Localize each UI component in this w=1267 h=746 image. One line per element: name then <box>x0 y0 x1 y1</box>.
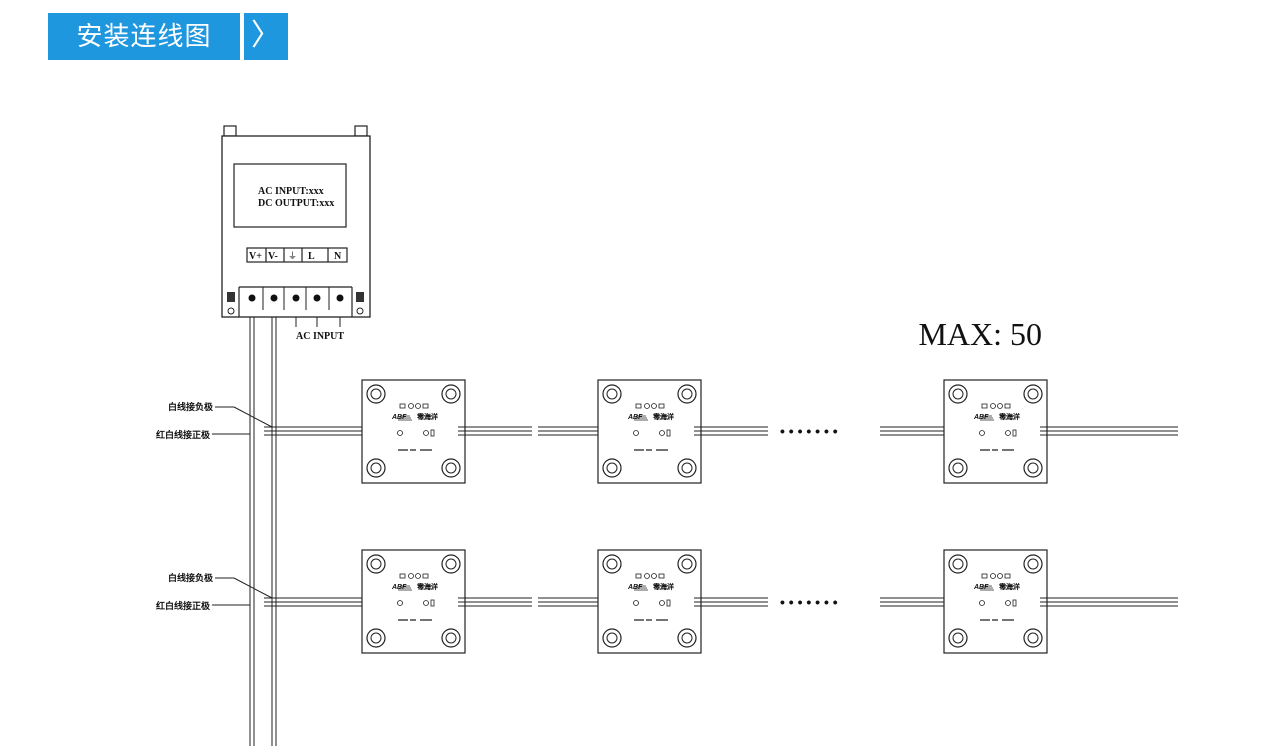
module-cn-brand: 零海洋 <box>998 582 1020 591</box>
chevron-right-icon[interactable]: 〉 <box>244 13 288 60</box>
section-title: 安装连线图 <box>48 13 240 60</box>
module-brand: ABF <box>973 414 989 421</box>
terminal-vplus: V+ <box>249 251 262 262</box>
module-labels: ABF 零海洋 ABF 零海洋 ABF 零海洋 ABF 零海洋 ABF 零海洋 … <box>391 412 1020 591</box>
wire-label-positive: 红白线接正极 <box>156 600 211 611</box>
module-cn-brand: 零海洋 <box>998 412 1020 421</box>
module-brand: ABF <box>627 414 643 421</box>
module-cn-brand: 零海洋 <box>652 582 674 591</box>
dc-bus-wires <box>249 317 277 746</box>
module-brand: ABF <box>391 414 407 421</box>
module-brand: ABF <box>391 584 407 591</box>
module-cn-brand: 零海洋 <box>416 412 438 421</box>
power-supply <box>221 125 371 327</box>
module-cn-brand: 零海洋 <box>652 412 674 421</box>
terminal-vminus: V- <box>268 251 278 262</box>
module-row-2: 白线接负极 红白线接正极 • • • • • • • <box>156 549 1178 654</box>
wire-label-negative: 白线接负极 <box>168 401 214 412</box>
terminal-n: N <box>334 251 342 262</box>
psu-input-label: AC INPUT:xxx <box>258 186 324 197</box>
module-cn-brand: 零海洋 <box>416 582 438 591</box>
ground-icon: ⏚ <box>288 251 297 261</box>
wire-label-negative: 白线接负极 <box>168 572 214 583</box>
terminal-l: L <box>308 251 315 262</box>
ellipsis-row-2: • • • • • • • <box>780 594 838 610</box>
max-modules-label: MAX: 50 <box>918 316 1042 352</box>
module-row-1: 白线接负极 红白线接正极 • • • • • • • <box>156 379 1178 484</box>
ellipsis-row-1: • • • • • • • <box>780 423 838 439</box>
ac-input-label: AC INPUT <box>296 331 344 342</box>
psu-output-label: DC OUTPUT:xxx <box>258 198 334 209</box>
module-brand: ABF <box>627 584 643 591</box>
module-brand: ABF <box>973 584 989 591</box>
wire-label-positive: 红白线接正极 <box>156 429 211 440</box>
